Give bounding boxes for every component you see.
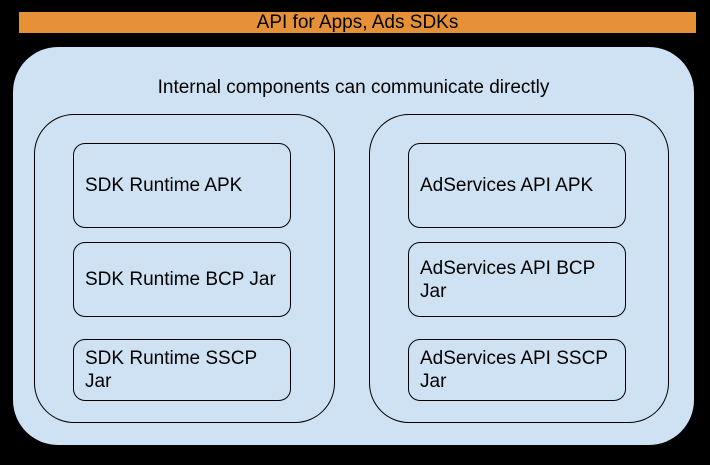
container-title: Internal components can communicate dire… <box>157 77 550 98</box>
box-label: SDK Runtime APK <box>85 175 243 196</box>
internal-components-container: Internal components can communicate dire… <box>13 47 694 445</box>
box-adservices-api-apk: AdServices API APK <box>408 143 626 228</box>
box-label: SDK Runtime SSCP Jar <box>85 348 257 392</box>
box-adservices-api-sscp-jar: AdServices API SSCP Jar <box>408 339 626 401</box>
box-adservices-api-bcp-jar: AdServices API BCP Jar <box>408 242 626 317</box>
api-banner-label: API for Apps, Ads SDKs <box>256 12 459 33</box>
box-sdk-runtime-sscp-jar: SDK Runtime SSCP Jar <box>73 339 291 401</box>
box-label: AdServices API BCP Jar <box>420 257 595 302</box>
box-label: AdServices API SSCP Jar <box>420 348 608 392</box>
api-banner: API for Apps, Ads SDKs <box>19 12 696 33</box>
box-sdk-runtime-apk: SDK Runtime APK <box>73 143 291 228</box>
group-adservices-api: AdServices API APK AdServices API BCP Ja… <box>369 114 669 423</box>
box-label: SDK Runtime BCP Jar <box>85 269 276 290</box>
box-label: AdServices API APK <box>420 175 594 196</box>
group-sdk-runtime: SDK Runtime APK SDK Runtime BCP Jar SDK … <box>34 114 335 423</box>
box-sdk-runtime-bcp-jar: SDK Runtime BCP Jar <box>73 242 291 317</box>
